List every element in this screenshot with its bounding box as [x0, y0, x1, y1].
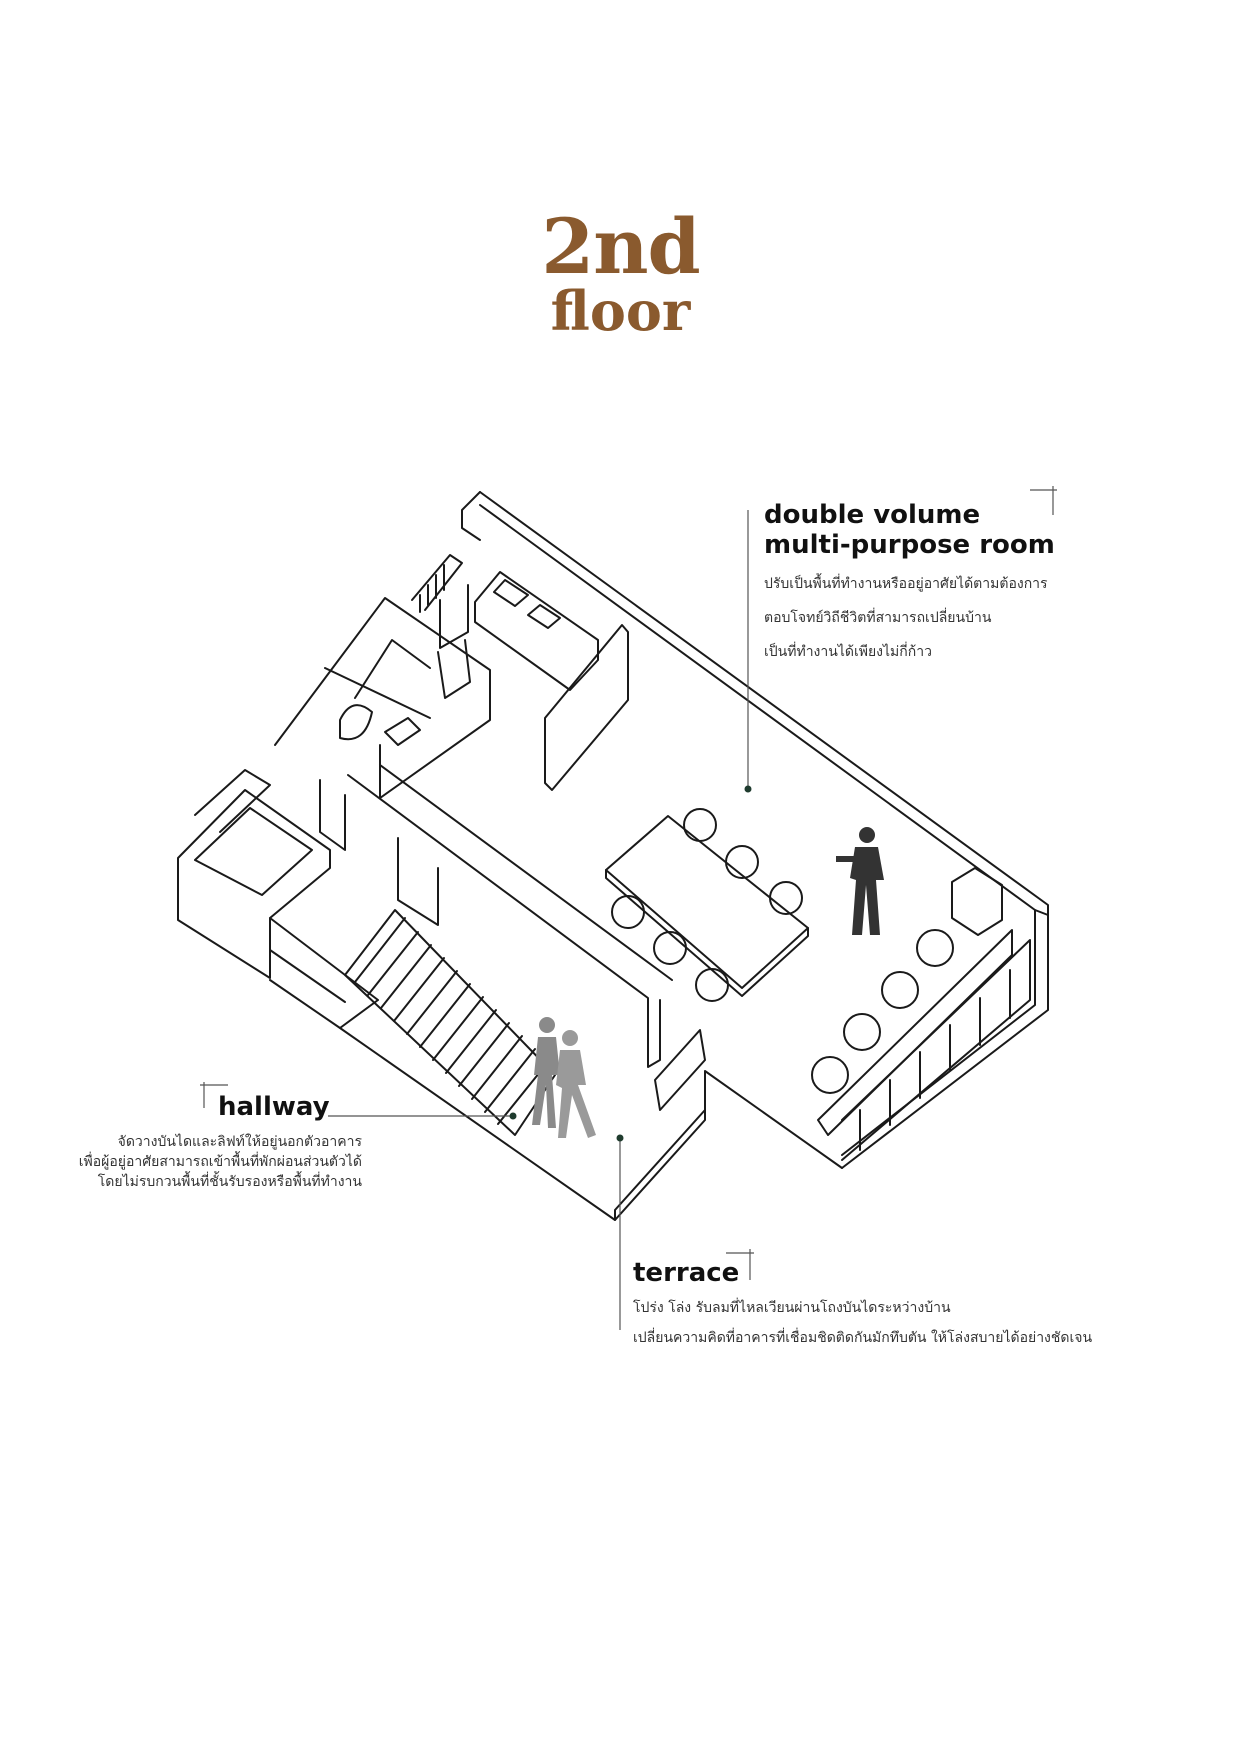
staircase-outline [344, 909, 556, 1136]
double-volume-desc-2: ตอบโจทย์วิถีชีวิตที่สามารถเปลี่ยนบ้าน [764, 610, 992, 626]
interior-wall [347, 774, 661, 1068]
label-double-volume: double volume multi-purpose room ปรับเป็… [764, 500, 1204, 662]
chair [881, 971, 919, 1009]
floor-title-number: 2nd [541, 202, 700, 291]
hallway-heading: hallway [218, 1092, 330, 1122]
label-hallway-desc: จัดวางบันไดและลิฟท์ให้อยู่นอกตัวอาคาร เพ… [20, 1132, 362, 1192]
kitchen-counter [474, 571, 599, 691]
wc-partition [354, 639, 431, 699]
cabinet-doors [859, 969, 1011, 1151]
staircase-treads [354, 917, 549, 1125]
chair [725, 845, 759, 879]
double-volume-heading-2: multi-purpose room [764, 530, 1055, 560]
hallway-desc-1: จัดวางบันไดและลิฟท์ให้อยู่นอกตัวอาคาร [117, 1134, 362, 1150]
toilet [339, 704, 373, 741]
leader-dots [509, 785, 752, 1142]
kitchen-hob [527, 604, 561, 629]
person-walking-1 [532, 1017, 560, 1128]
window-bench [817, 929, 1013, 1136]
outer-wall-right [841, 909, 1049, 1156]
double-volume-desc-1: ปรับเป็นพื้นที่ทำงานหรืออยู่อาศัยได้ตามต… [764, 576, 1048, 592]
partition-panel [544, 624, 629, 791]
wc-block-outline [274, 597, 491, 799]
chair [843, 1013, 881, 1051]
lift-roof-edge [194, 769, 271, 833]
lift-core-inner [194, 807, 313, 896]
double-volume-heading-1: double volume [764, 500, 981, 530]
plan-lines [177, 491, 1049, 1221]
terrace-desc-2: เปลี่ยนความคิดที่อาคารที่เชื่อมชิดติดกัน… [633, 1330, 1093, 1346]
wc-door [437, 639, 471, 699]
lift-core [177, 789, 331, 979]
chair [916, 929, 954, 967]
kitchen-door [439, 584, 469, 649]
kitchen-sink [493, 579, 529, 607]
leader-lines [200, 486, 1057, 1330]
terrace-railing [654, 1029, 706, 1111]
wash-basin [384, 717, 421, 746]
terrace-desc-1: โปร่ง โล่ง รับลมที่ไหลเวียนผ่านโถงบันไดร… [633, 1300, 951, 1316]
outer-wall-top [479, 491, 1049, 1169]
floor-title-word: floor [550, 279, 691, 343]
crosshair-mark-hw [200, 1082, 228, 1108]
hallway-deck [269, 949, 346, 1003]
hallway-desc-3: โดยไม่รบกวนพื้นที่ชั้นรับรองหรือพื้นที่ท… [97, 1174, 362, 1190]
chair [611, 895, 645, 929]
hallway-desc-2: เพื่อผู้อยู่อาศัยสามารถเข้าพื้นที่พักผ่อ… [78, 1154, 362, 1170]
cabinet-front [841, 939, 1031, 1161]
hallway-bridge [269, 917, 379, 1029]
upper-railing-bars [419, 564, 445, 613]
interior-door-1 [319, 779, 346, 851]
slab-bottom-line [614, 1109, 706, 1221]
person-standing [836, 827, 884, 935]
dining-table-edge [605, 869, 809, 997]
chair [653, 931, 687, 965]
dot-terrace [616, 1134, 624, 1142]
crosshair-mark-dv [1030, 486, 1057, 515]
label-terrace: terrace โปร่ง โล่ง รับลมที่ไหลเวียนผ่านโ… [633, 1258, 1193, 1348]
person-walking-2 [556, 1030, 596, 1138]
dot-hallway [509, 1112, 517, 1120]
double-volume-desc-3: เป็นที่ทำงานได้เพียงไม่กี่ก้าว [764, 644, 932, 660]
dot-double-volume [744, 785, 752, 793]
corner-column [951, 867, 1003, 936]
crosshair-mark-tr [726, 1249, 754, 1280]
chair [683, 808, 717, 842]
floor-title: 2nd floor [0, 202, 1241, 343]
chair [811, 1056, 849, 1094]
chair [769, 881, 803, 915]
wc-inner-wall [324, 667, 431, 719]
interior-wall-back [379, 764, 673, 981]
interior-door-2 [397, 837, 439, 926]
slab-front-edge [339, 1027, 843, 1221]
outer-wall-left-main [461, 491, 481, 541]
outer-wall-top-inner [479, 504, 1036, 911]
chair [695, 968, 729, 1002]
terrace-heading: terrace [633, 1258, 740, 1288]
